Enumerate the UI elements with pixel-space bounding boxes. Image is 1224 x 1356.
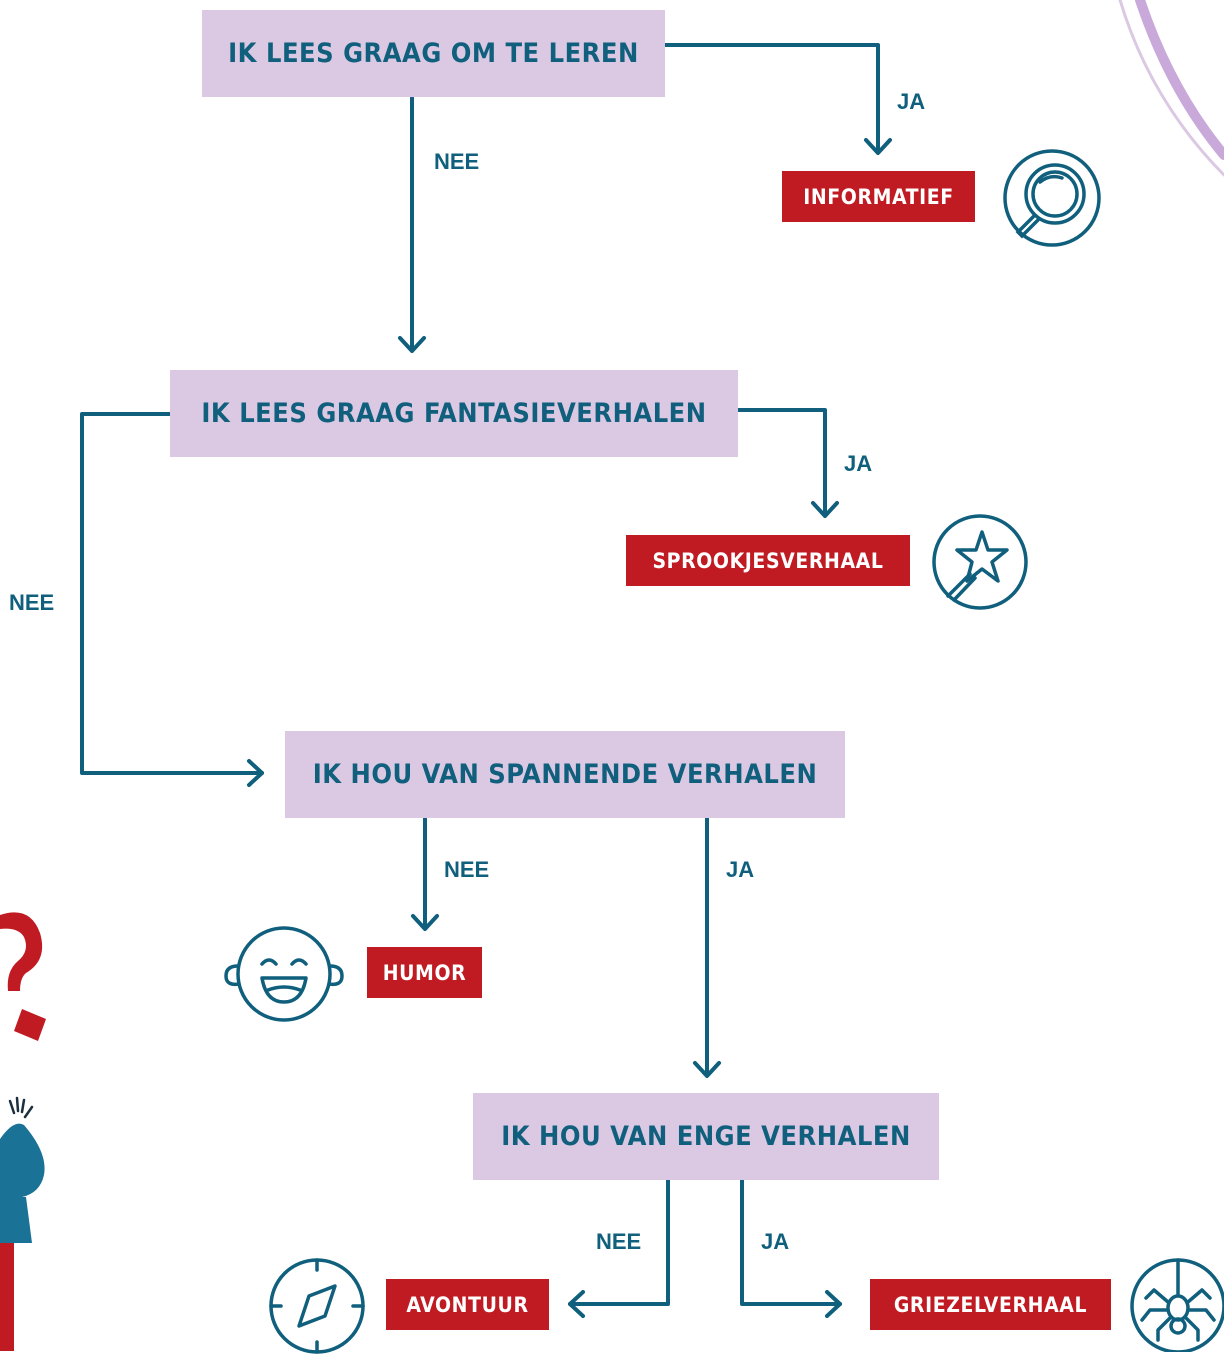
label-nee: NEE bbox=[444, 857, 490, 882]
decorative-curve bbox=[1135, 0, 1224, 160]
result-informatief: INFORMATIEF bbox=[782, 171, 975, 222]
question-box-spannend: IK HOU VAN SPANNENDE VERHALEN bbox=[285, 731, 845, 818]
arrow-q1-ja bbox=[663, 43, 880, 154]
result-text: HUMOR bbox=[382, 960, 467, 985]
arrow-q4-nee bbox=[568, 1178, 670, 1306]
magic-wand-star-icon bbox=[932, 514, 1028, 610]
question-text: IK HOU VAN SPANNENDE VERHALEN bbox=[312, 759, 818, 790]
result-humor: HUMOR bbox=[367, 947, 482, 998]
laughing-face-icon bbox=[224, 926, 344, 1022]
label-nee: NEE bbox=[434, 149, 480, 174]
question-text: IK LEES GRAAG FANTASIEVERHALEN bbox=[201, 398, 707, 429]
result-text: AVONTUUR bbox=[406, 1292, 529, 1317]
label-ja: JA bbox=[897, 89, 926, 114]
question-text: IK LEES GRAAG OM TE LEREN bbox=[228, 38, 639, 69]
result-text: SPROOKJESVERHAAL bbox=[652, 548, 884, 573]
person-illustration bbox=[0, 1096, 45, 1351]
magnifier-icon bbox=[1003, 149, 1101, 247]
question-text: IK HOU VAN ENGE VERHALEN bbox=[501, 1121, 911, 1152]
compass-icon bbox=[269, 1258, 365, 1354]
label-ja: JA bbox=[844, 451, 873, 476]
result-text: INFORMATIEF bbox=[803, 184, 954, 209]
arrow-q2-nee bbox=[80, 412, 264, 775]
result-sprookjesverhaal: SPROOKJESVERHAAL bbox=[626, 535, 910, 586]
question-box-eng: IK HOU VAN ENGE VERHALEN bbox=[473, 1093, 939, 1180]
result-text: GRIEZELVERHAAL bbox=[893, 1292, 1088, 1317]
question-mark-icon bbox=[0, 912, 46, 1041]
result-griezelverhaal: GRIEZELVERHAAL bbox=[870, 1279, 1111, 1330]
question-box-leren: IK LEES GRAAG OM TE LEREN bbox=[202, 10, 665, 97]
label-ja: JA bbox=[726, 857, 755, 882]
question-box-fantasie: IK LEES GRAAG FANTASIEVERHALEN bbox=[170, 370, 738, 457]
arrow-q2-ja bbox=[736, 408, 827, 517]
label-nee: NEE bbox=[596, 1229, 642, 1254]
arrow-q4-ja bbox=[740, 1178, 842, 1306]
result-avontuur: AVONTUUR bbox=[386, 1279, 549, 1330]
decorative-curve-thin bbox=[1118, 0, 1224, 177]
label-nee: NEE bbox=[9, 590, 55, 615]
label-ja: JA bbox=[761, 1229, 790, 1254]
spider-icon bbox=[1130, 1258, 1224, 1352]
